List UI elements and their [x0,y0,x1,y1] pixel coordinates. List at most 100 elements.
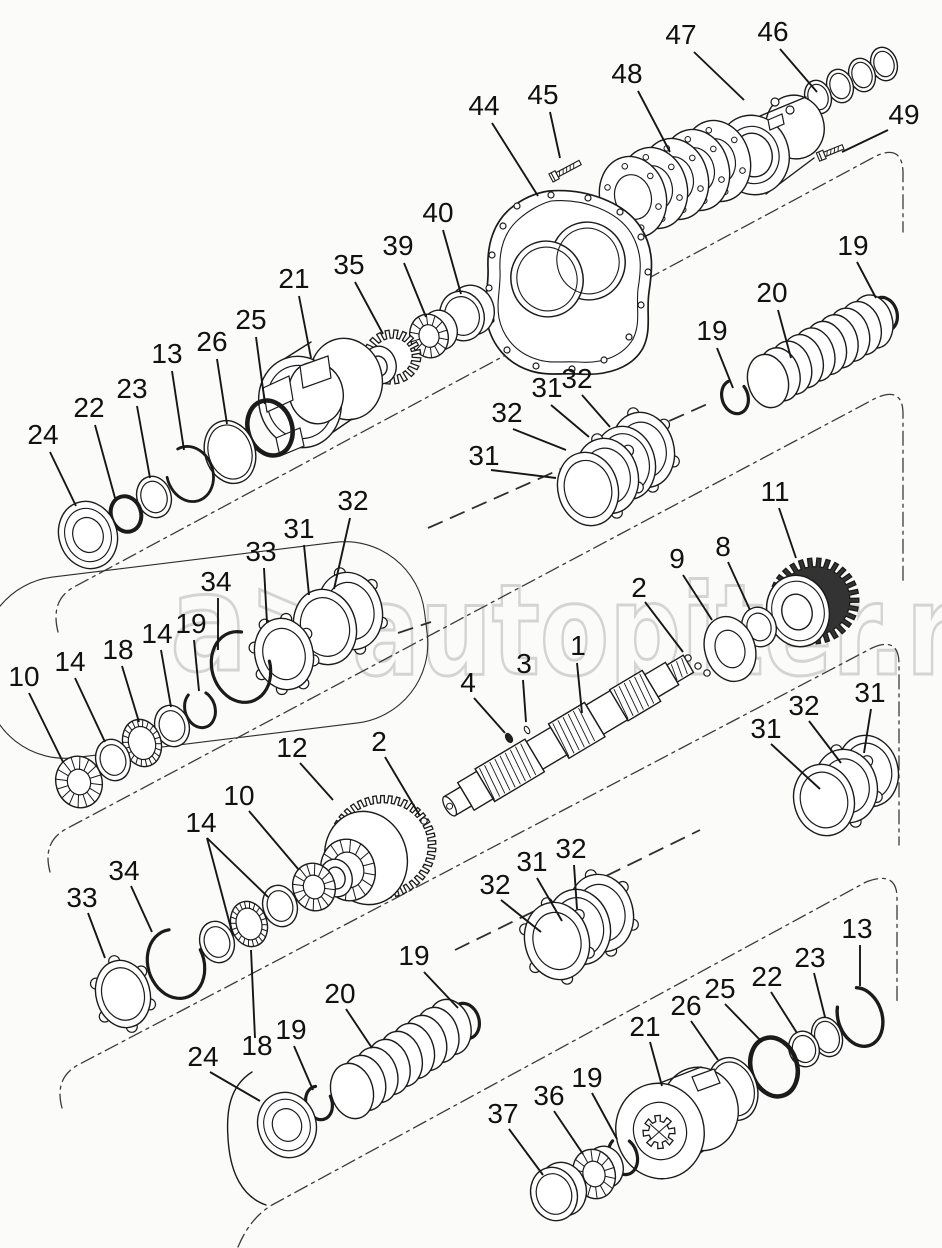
callout-label-20: 20 [324,978,355,1009]
washer-14 [198,920,236,964]
ring-37 [529,1161,588,1222]
washer-18 [229,900,269,948]
snapring-19 [720,379,751,416]
retaining-rings-46 [803,46,899,115]
plate-stack-48 [598,119,752,239]
callout-label-32: 32 [491,397,522,428]
callout-label-23: 23 [794,942,825,973]
snapring-13 [835,986,885,1049]
callout-label-3: 3 [516,648,532,679]
callout-label-21: 21 [278,263,309,294]
washer-9 [703,615,757,683]
callout-label-26: 26 [670,990,701,1021]
snapring-19 [183,691,217,730]
callout-label-31: 31 [468,440,499,471]
callout-label-19: 19 [275,1014,306,1045]
callout-label-21: 21 [629,1011,660,1042]
bearing-39 [408,309,459,359]
spring-20 [329,998,472,1120]
callout-label-31: 31 [531,372,562,403]
callout-label-9: 9 [669,543,685,574]
callout-label-24: 24 [187,1041,218,1072]
callout-label-22: 22 [73,392,104,423]
callout-label-24: 24 [27,419,58,450]
bearing-10 [291,862,337,912]
callout-label-35: 35 [333,249,364,280]
callout-label-39: 39 [382,230,413,261]
callout-label-19: 19 [571,1062,602,1093]
callout-label-33: 33 [245,536,276,567]
callout-label-34: 34 [108,855,139,886]
callout-label-44: 44 [468,90,499,121]
washer-14 [94,738,132,782]
callout-label-19: 19 [696,315,727,346]
callout-label-23: 23 [116,373,147,404]
washer-24 [256,1091,318,1159]
callout-label-36: 36 [533,1080,564,1111]
ball-2 [420,817,428,825]
callout-label-47: 47 [665,19,696,50]
callout-label-25: 25 [235,304,266,335]
plate-33 [89,955,157,1033]
callout-label-37: 37 [487,1098,518,1129]
spring-20 [746,294,894,409]
callout-label-46: 46 [757,16,788,47]
callout-label-19: 19 [837,230,868,261]
callout-label-8: 8 [715,531,731,562]
callout-label-31: 31 [750,713,781,744]
callout-label-31: 31 [854,677,885,708]
callout-label-10: 10 [8,661,39,692]
callout-label-18: 18 [102,634,133,665]
disc-31 [556,451,620,527]
callout-label-20: 20 [756,277,787,308]
callout-label-32: 32 [555,833,586,864]
ring-26 [203,419,257,485]
bolt-49 [815,143,845,162]
callout-label-49: 49 [888,99,919,130]
callout-label-48: 48 [611,58,642,89]
callout-label-32: 32 [479,869,510,900]
pin-3 [523,725,531,735]
callout-label-1: 1 [570,630,586,661]
washer-14 [261,884,299,928]
callout-label-32: 32 [561,363,592,394]
hub-21 [615,1066,739,1180]
callout-label-10: 10 [223,780,254,811]
callout-label-14: 14 [185,807,216,838]
callout-label-12: 12 [276,732,307,763]
balls-2 [684,654,711,677]
carrier-21 [257,337,384,457]
snapring-13 [165,444,215,503]
disc-32 [519,897,595,985]
callout-label-18: 18 [241,1030,272,1061]
bearing-10 [54,755,104,809]
cover-44 [484,189,653,376]
callout-label-34: 34 [200,566,231,597]
callout-label-26: 26 [196,326,227,357]
snapring-34 [145,928,207,1001]
shaft-1 [442,654,695,817]
callout-label-33: 33 [66,882,97,913]
callout-label-32: 32 [337,485,368,516]
callout-label-14: 14 [141,618,172,649]
callout-label-22: 22 [751,961,782,992]
callout-label-4: 4 [460,667,476,698]
callout-label-40: 40 [422,197,453,228]
callout-label-31: 31 [516,846,547,877]
bolt-45 [548,159,583,183]
gear-11 [765,557,860,648]
callout-label-31: 31 [283,513,314,544]
callout-label-13: 13 [841,913,872,944]
callout-label-32: 32 [788,690,819,721]
callout-label-19: 19 [175,608,206,639]
seal-24 [57,500,119,570]
callout-label-2: 2 [631,572,647,603]
disc-31 [792,763,856,837]
pin-4 [504,732,514,744]
callout-label-25: 25 [704,973,735,1004]
snapring-34 [209,629,273,704]
callout-label-45: 45 [527,79,558,110]
callout-label-2: 2 [371,726,387,757]
